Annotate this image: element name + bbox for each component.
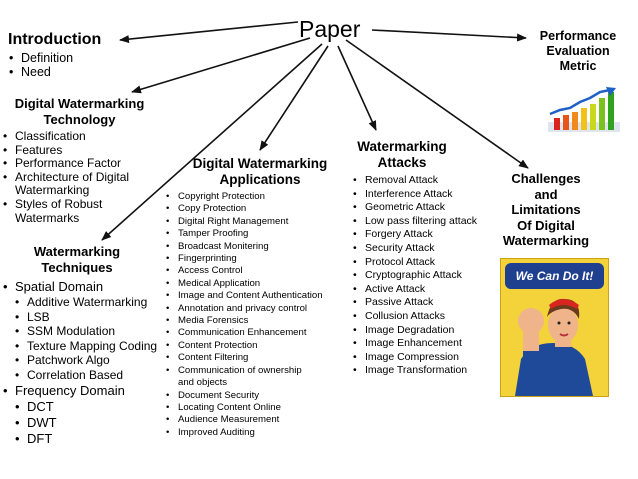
list-item: Media Forensics [165, 315, 355, 328]
poster-figure-illustration [515, 298, 593, 396]
list-item: Definition [8, 51, 101, 65]
list-item-spatial-domain: Spatial Domain [2, 278, 168, 295]
list-item: Broadcast Monitering [165, 241, 355, 254]
technology-heading: Digital Watermarking Technology [14, 96, 145, 127]
list-item: Cryptographic Attack [352, 269, 498, 283]
list-item: Communication of ownership and objects [165, 365, 318, 390]
list-item: Removal Attack [352, 174, 498, 188]
list-item: Performance Factor [2, 157, 157, 171]
list-item: SSM Modulation [14, 324, 168, 339]
arrow-to-technology [131, 37, 311, 94]
techniques-section: Watermarking Techniques Spatial Domain A… [2, 244, 168, 447]
list-item: Content Protection [165, 340, 355, 353]
technology-list: Classification Features Performance Fact… [2, 129, 157, 225]
list-item: Digital Right Management [165, 216, 355, 229]
arrow-to-challenges [345, 39, 529, 169]
list-item: LSB [14, 310, 168, 325]
arrow-to-techniques [101, 43, 323, 241]
introduction-section: Introduction Definition Need [8, 31, 101, 79]
list-item: Additive Watermarking [14, 295, 168, 310]
list-item: Protocol Attack [352, 256, 498, 270]
technology-section: Digital Watermarking Technology Classifi… [2, 96, 157, 225]
list-item-frequency-domain: Frequency Domain [2, 382, 168, 399]
applications-list: Copyright Protection Copy Protection Dig… [165, 191, 355, 440]
arrow-to-attacks [337, 45, 377, 131]
list-item: Correlation Based [14, 368, 168, 383]
list-item: Fingerprinting [165, 253, 355, 266]
list-item: Features [2, 143, 157, 158]
list-item: Document Security [165, 390, 355, 403]
list-item: DCT [14, 399, 168, 415]
poster-banner-text: We Can Do It! [505, 263, 604, 289]
attacks-section: Watermarking Attacks Removal Attack Inte… [352, 139, 498, 378]
challenges-heading: Challenges and Limitations Of Digital Wa… [502, 171, 590, 248]
list-item: Architecture of Digital Watermarking [2, 170, 153, 198]
attacks-heading: Watermarking Attacks [357, 139, 447, 170]
list-item: Forgery Attack [352, 228, 498, 242]
list-item: Security Attack [352, 242, 498, 256]
list-item: Annotation and privacy control [165, 303, 355, 316]
list-item: Interference Attack [352, 188, 498, 202]
list-item: Image Compression [352, 351, 498, 365]
techniques-list: Spatial Domain Additive Watermarking LSB… [2, 278, 168, 447]
list-item: Access Control [165, 265, 355, 278]
list-item: Content Filtering [165, 352, 355, 365]
list-item: Texture Mapping Coding [14, 339, 168, 354]
attacks-list: Removal Attack Interference Attack Geome… [352, 174, 498, 378]
performance-heading: Performance Evaluation Metric [539, 29, 617, 73]
list-item: Patchwork Algo [14, 353, 168, 368]
list-item: Styles of Robust Watermarks [2, 197, 133, 225]
applications-heading: Digital Watermarking Applications [192, 156, 328, 187]
introduction-heading: Introduction [8, 31, 102, 48]
list-item: DWT [14, 415, 168, 431]
introduction-list: Definition Need [8, 51, 101, 79]
list-item: Need [8, 65, 101, 79]
list-item: Geometric Attack [352, 201, 498, 215]
list-item: Classification [2, 129, 157, 144]
list-item: Locating Content Online [165, 402, 355, 415]
list-item: Tamper Proofing [165, 228, 355, 241]
list-item: Image Enhancement [352, 337, 498, 351]
list-item: Image and Content Authentication [165, 290, 355, 303]
growth-chart-illustration [548, 87, 620, 132]
list-item: Communication Enhancement [165, 327, 355, 340]
arrow-to-applications [259, 45, 329, 151]
list-item: Collusion Attacks [352, 310, 498, 324]
arrow-to-performance [371, 29, 527, 42]
list-item: Image Transformation [352, 364, 498, 378]
list-item: Copyright Protection [165, 191, 355, 204]
arrow-to-introduction [119, 21, 299, 44]
applications-section: Digital Watermarking Applications Copyri… [165, 156, 355, 440]
techniques-heading: Watermarking Techniques [33, 244, 121, 275]
list-item: Passive Attack [352, 296, 498, 310]
list-item: Improved Auditing [165, 427, 355, 440]
list-item: Copy Protection [165, 203, 355, 216]
list-item: Medical Application [165, 278, 355, 291]
list-item: Low pass filtering attack [352, 215, 498, 229]
list-item: Audience Measurement [165, 414, 355, 427]
page-title: Paper [299, 16, 361, 42]
list-item: DFT [14, 431, 168, 447]
list-item: Image Degradation [352, 324, 498, 338]
list-item: Active Attack [352, 283, 498, 297]
we-can-do-it-poster: We Can Do It! [500, 258, 609, 397]
